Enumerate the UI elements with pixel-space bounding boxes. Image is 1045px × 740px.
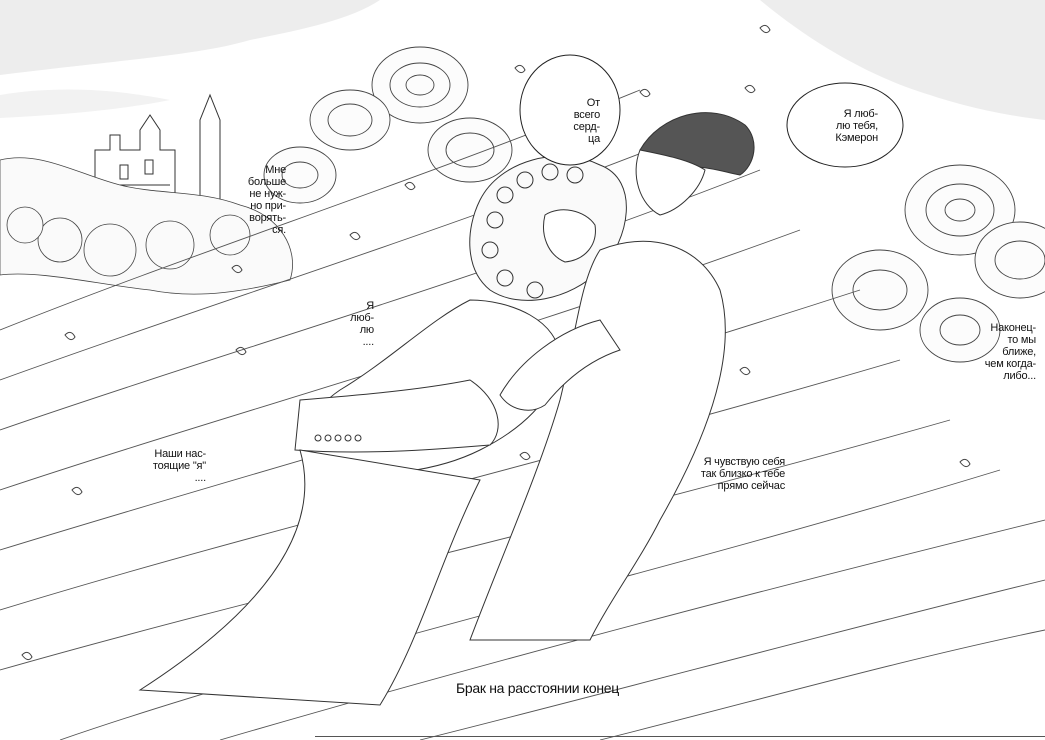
speech-with-all-heart: От всего серд- ца xyxy=(573,97,600,145)
speech-finally: Наконец- то мы ближе, чем когда- либо... xyxy=(984,322,1036,382)
speech-our-real-selves: Наши нас- тоящие "я" .... xyxy=(152,448,206,484)
roses-right xyxy=(831,164,1045,363)
roses-top xyxy=(263,46,513,204)
speech-no-longer-need: Мне больше не нуж- но при- ворять- ся. xyxy=(247,164,286,236)
speech-balloons xyxy=(519,54,904,168)
chapter-caption: Брак на расстоянии конец xyxy=(455,680,620,696)
castle-drawing xyxy=(94,93,221,210)
bottom-border xyxy=(315,736,1045,737)
foliage-left xyxy=(0,157,293,295)
sky-clouds xyxy=(0,0,1045,120)
speech-i-love-you-cameron: Я люб- лю тебя, Кэмерон xyxy=(835,108,878,144)
speech-i-love-you-left: Я люб- лю .... xyxy=(350,300,374,348)
speech-feel-close: Я чувствую себя так близко к тебе прямо … xyxy=(700,456,785,492)
couple-figures xyxy=(138,112,755,706)
